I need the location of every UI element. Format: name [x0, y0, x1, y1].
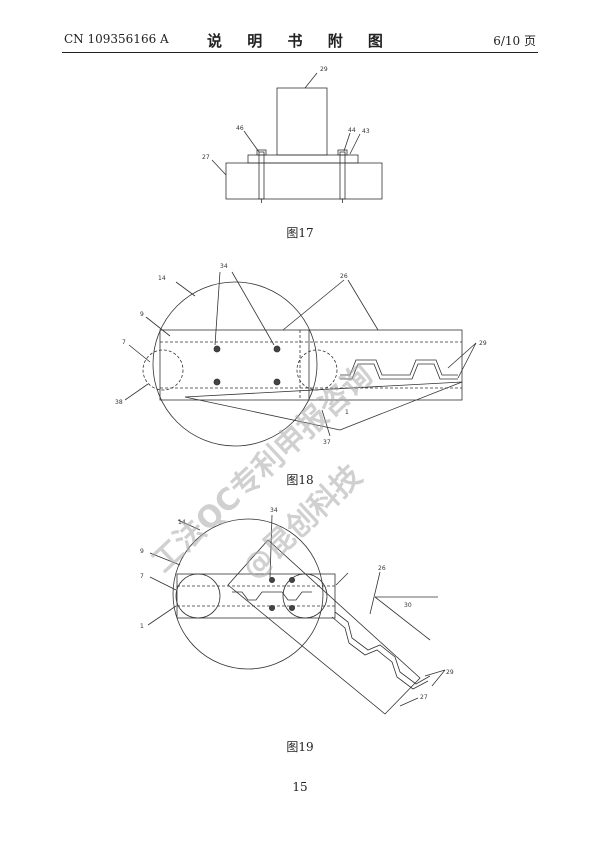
fig18-label-14: 14: [158, 275, 166, 282]
fig19-label-14: 14: [178, 519, 186, 526]
publication-number: CN 109356166 A: [64, 32, 169, 46]
figure-19-drawing: [147, 514, 446, 715]
page-title: 说 明 书 附 图: [207, 32, 393, 50]
fig19-label-1: 1: [140, 623, 144, 630]
fig18-label-34: 34: [220, 263, 228, 270]
fig18-label-26: 26: [340, 273, 348, 280]
figure-18-drawing: [124, 271, 477, 447]
fig18-label-37: 37: [323, 439, 331, 446]
figure-19-caption: 图19: [286, 740, 314, 754]
fig19-label-30: 30: [404, 602, 412, 609]
fig19-label-9: 9: [140, 548, 144, 555]
fig17-label-29: 29: [320, 66, 328, 73]
fig19-label-26: 26: [378, 565, 386, 572]
header-rule: [62, 52, 538, 53]
fig19-label-27: 27: [420, 694, 428, 701]
page-info: 6/10 页: [493, 34, 536, 48]
fig19-label-34: 34: [270, 507, 278, 514]
fig17-label-46: 46: [236, 125, 244, 132]
fig18-label-9: 9: [140, 311, 144, 318]
fig17-label-27: 27: [202, 154, 210, 161]
fig18-label-1: 1: [345, 409, 349, 416]
fig18-label-7: 7: [122, 339, 126, 346]
fig18-label-29: 29: [479, 340, 487, 347]
fig19-label-29: 29: [446, 669, 454, 676]
fig17-label-44: 44: [348, 127, 356, 134]
fig19-label-7: 7: [140, 573, 144, 580]
fig17-label-43: 43: [362, 128, 370, 135]
figure-18-caption: 图18: [286, 473, 314, 487]
fig18-label-38: 38: [115, 399, 123, 406]
figure-17-drawing: [211, 72, 383, 203]
page-number: 15: [292, 780, 308, 794]
figure-17-caption: 图17: [286, 226, 314, 240]
